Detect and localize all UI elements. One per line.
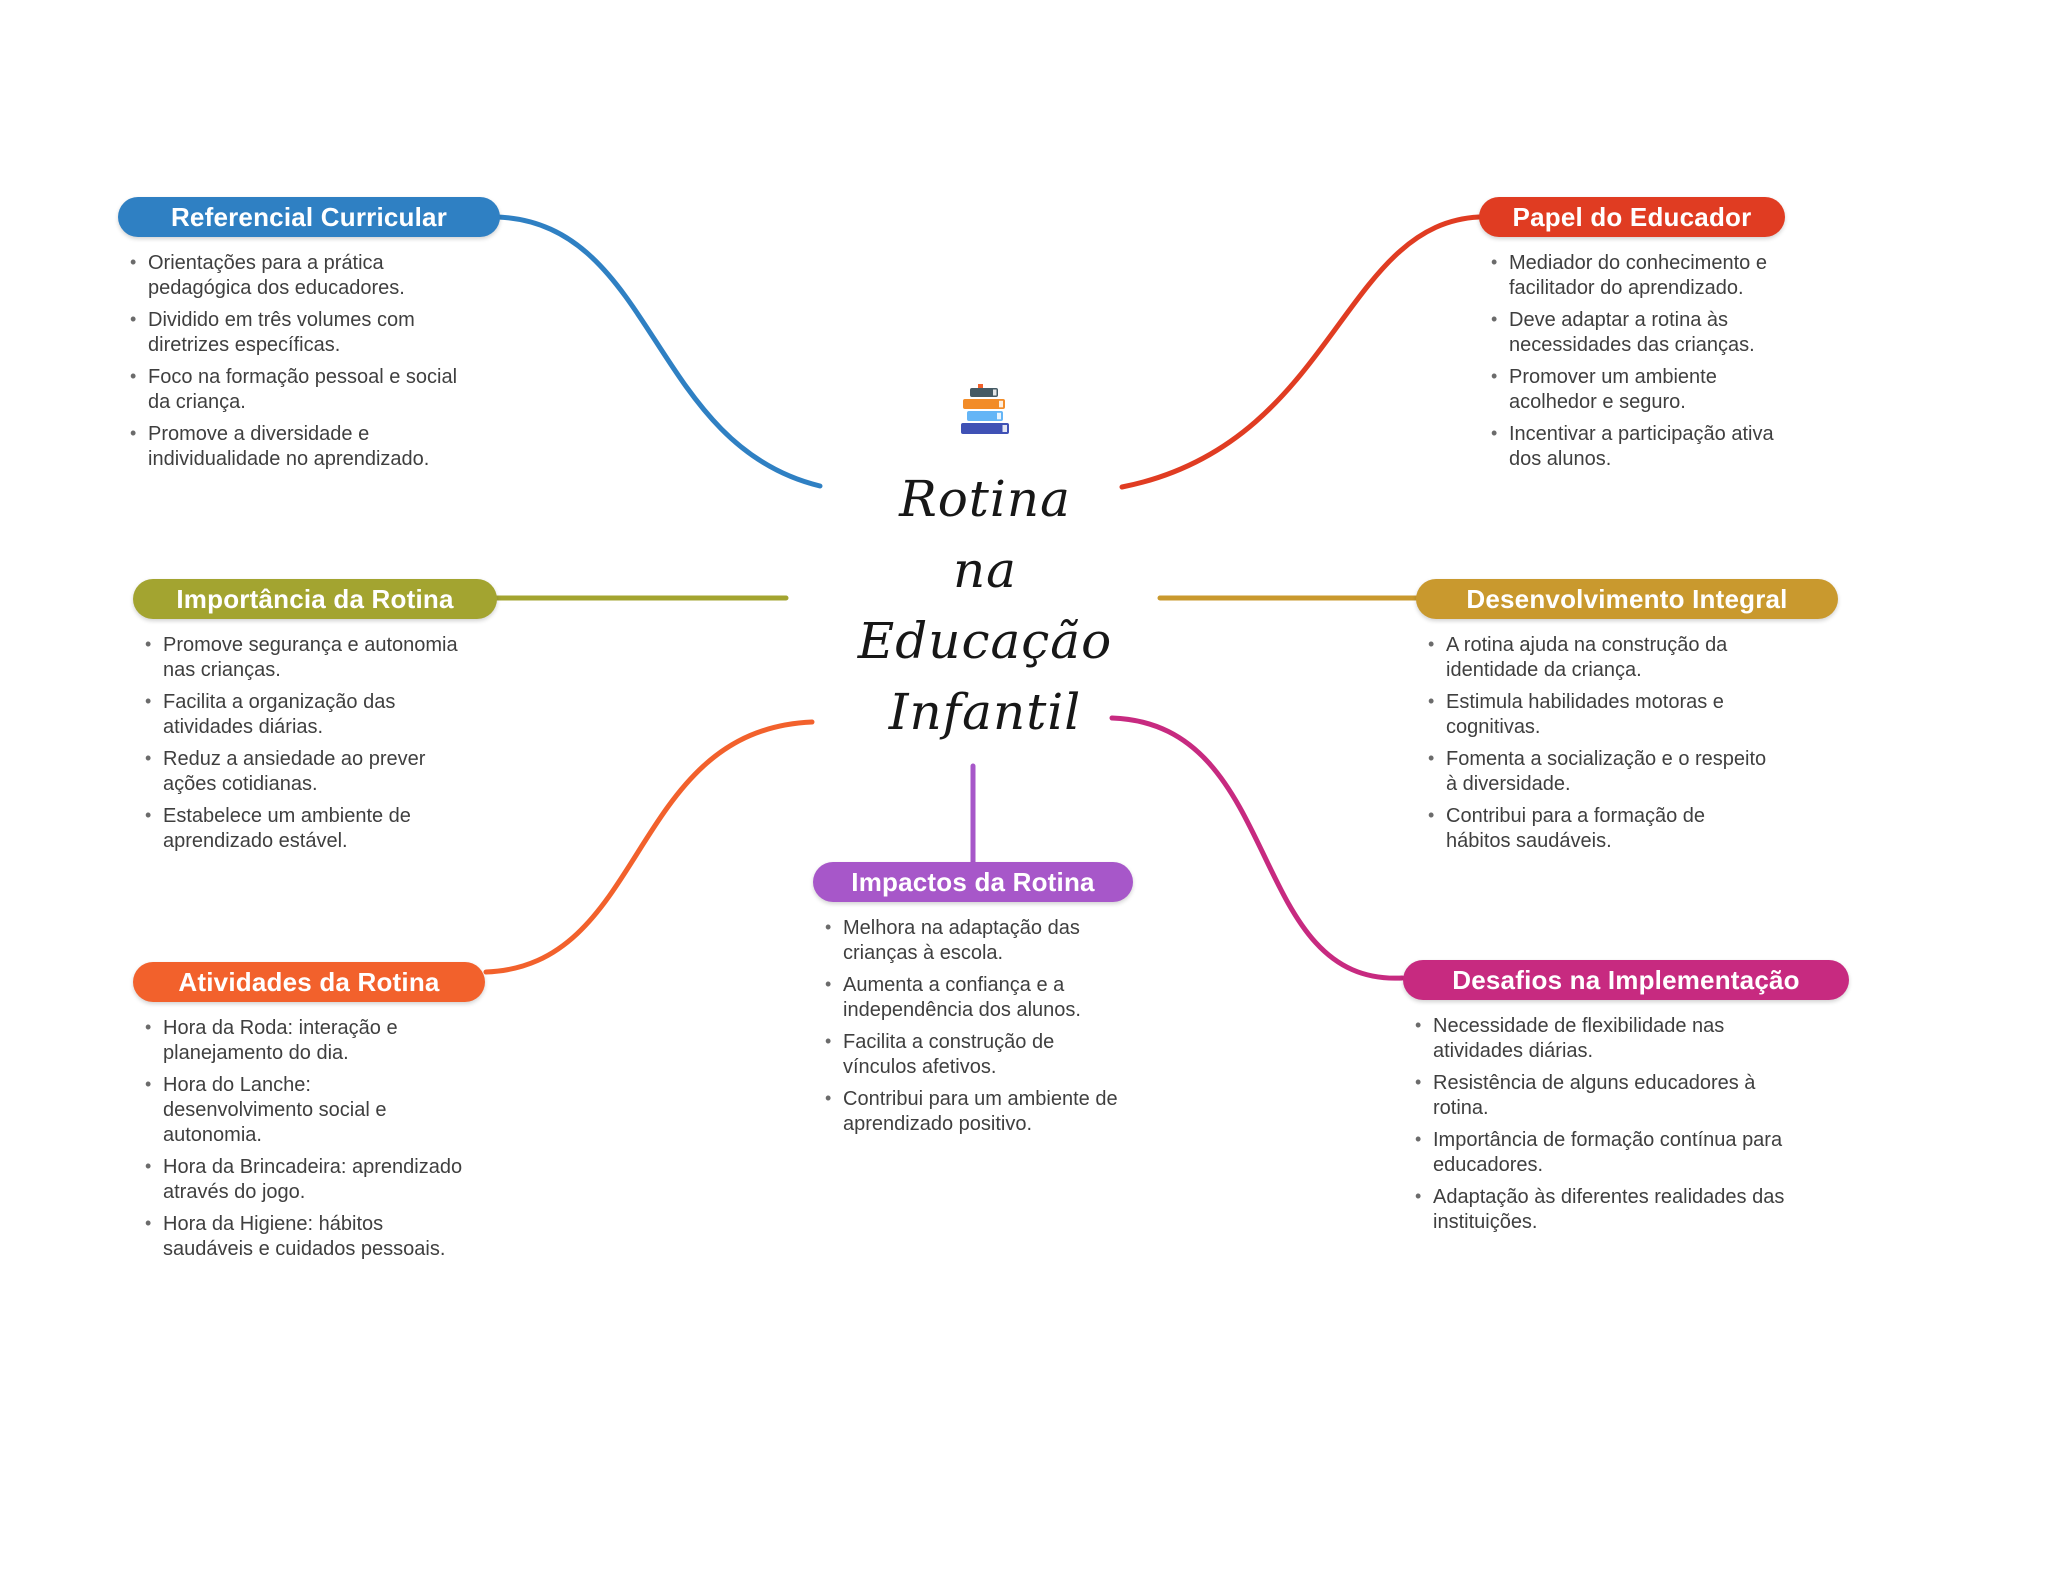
branch-title-papel-do-educador[interactable]: Papel do Educador bbox=[1479, 197, 1785, 237]
bullet-item: Hora do Lanche: desenvolvimento social e… bbox=[139, 1073, 463, 1148]
bullet-item: Necessidade de flexibilidade nas ativida… bbox=[1409, 1014, 1789, 1064]
root-node[interactable]: Rotina na Educação Infantil bbox=[820, 382, 1150, 748]
branch-referencial-curricular: Referencial Curricular Orientações para … bbox=[118, 197, 500, 479]
bullet-item: Hora da Brincadeira: aprendizado através… bbox=[139, 1155, 463, 1205]
bullet-item: Importância de formação contínua para ed… bbox=[1409, 1128, 1789, 1178]
branch-importancia-da-rotina: Importância da Rotina Promove segurança … bbox=[133, 579, 497, 861]
bullet-item: Aumenta a confiança e a independência do… bbox=[819, 973, 1119, 1023]
bullet-item: Promove a diversidade e individualidade … bbox=[124, 422, 476, 472]
bullet-item: Estabelece um ambiente de aprendizado es… bbox=[139, 804, 479, 854]
branch-list-referencial-curricular: Orientações para a prática pedagógica do… bbox=[124, 251, 476, 472]
branch-title-impactos-da-rotina[interactable]: Impactos da Rotina bbox=[813, 862, 1133, 902]
branch-list-desenvolvimento-integral: A rotina ajuda na construção da identida… bbox=[1422, 633, 1772, 854]
bullet-item: Resistência de alguns educadores à rotin… bbox=[1409, 1071, 1789, 1121]
branch-title-desafios-na-implementacao[interactable]: Desafios na Implementação bbox=[1403, 960, 1849, 1000]
root-title-line: Infantil bbox=[888, 683, 1082, 741]
bullet-item: Incentivar a participação ativa dos alun… bbox=[1485, 422, 1791, 472]
bullet-item: Promover um ambiente acolhedor e seguro. bbox=[1485, 365, 1791, 415]
branch-desenvolvimento-integral: Desenvolvimento Integral A rotina ajuda … bbox=[1416, 579, 1838, 861]
bullet-item: Facilita a organização das atividades di… bbox=[139, 690, 479, 740]
connector-papel-do-educador bbox=[1119, 214, 1482, 490]
bullet-item: Contribui para a formação de hábitos sau… bbox=[1422, 804, 1772, 854]
bullet-item: Foco na formação pessoal e social da cri… bbox=[124, 365, 476, 415]
branch-list-atividades-da-rotina: Hora da Roda: interação e planejamento d… bbox=[139, 1016, 463, 1262]
branch-impactos-da-rotina: Impactos da Rotina Melhora na adaptação … bbox=[813, 862, 1133, 1144]
bullet-item: A rotina ajuda na construção da identida… bbox=[1422, 633, 1772, 683]
branch-list-desafios-na-implementacao: Necessidade de flexibilidade nas ativida… bbox=[1409, 1014, 1789, 1235]
branch-title-referencial-curricular[interactable]: Referencial Curricular bbox=[118, 197, 500, 237]
bullet-item: Promove segurança e autonomia nas crianç… bbox=[139, 633, 479, 683]
bullet-item: Adaptação às diferentes realidades das i… bbox=[1409, 1185, 1789, 1235]
branch-title-atividades-da-rotina[interactable]: Atividades da Rotina bbox=[133, 962, 485, 1002]
branch-title-desenvolvimento-integral[interactable]: Desenvolvimento Integral bbox=[1416, 579, 1838, 619]
bullet-item: Reduz a ansiedade ao prever ações cotidi… bbox=[139, 747, 479, 797]
bullet-item: Deve adaptar a rotina às necessidades da… bbox=[1485, 308, 1791, 358]
connector-referencial-curricular bbox=[495, 214, 823, 489]
bullet-item: Estimula habilidades motoras e cognitiva… bbox=[1422, 690, 1772, 740]
branch-atividades-da-rotina: Atividades da Rotina Hora da Roda: inter… bbox=[133, 962, 485, 1269]
branch-list-importancia-da-rotina: Promove segurança e autonomia nas crianç… bbox=[139, 633, 479, 854]
connector-atividades-da-rotina bbox=[483, 719, 815, 975]
root-title-line: Rotina bbox=[899, 470, 1071, 528]
connector-desafios-na-implementacao bbox=[1109, 715, 1405, 981]
branch-list-impactos-da-rotina: Melhora na adaptação das crianças à esco… bbox=[819, 916, 1119, 1137]
bullet-item: Hora da Roda: interação e planejamento d… bbox=[139, 1016, 463, 1066]
bullet-item: Fomenta a socialização e o respeito à di… bbox=[1422, 747, 1772, 797]
bullet-item: Dividido em três volumes com diretrizes … bbox=[124, 308, 476, 358]
root-title: Rotina na Educação Infantil bbox=[820, 464, 1150, 748]
branch-title-importancia-da-rotina[interactable]: Importância da Rotina bbox=[133, 579, 497, 619]
root-title-line: na bbox=[952, 541, 1017, 599]
bullet-item: Contribui para um ambiente de aprendizad… bbox=[819, 1087, 1119, 1137]
branch-list-papel-do-educador: Mediador do conhecimento e facilitador d… bbox=[1485, 251, 1791, 472]
bullet-item: Facilita a construção de vínculos afetiv… bbox=[819, 1030, 1119, 1080]
bullet-item: Melhora na adaptação das crianças à esco… bbox=[819, 916, 1119, 966]
root-title-line: Educação bbox=[857, 612, 1113, 670]
bullet-item: Hora da Higiene: hábitos saudáveis e cui… bbox=[139, 1212, 463, 1262]
bullet-item: Mediador do conhecimento e facilitador d… bbox=[1485, 251, 1791, 301]
branch-desafios-na-implementacao: Desafios na Implementação Necessidade de… bbox=[1403, 960, 1849, 1242]
branch-papel-do-educador: Papel do Educador Mediador do conhecimen… bbox=[1479, 197, 1785, 479]
bullet-item: Orientações para a prática pedagógica do… bbox=[124, 251, 476, 301]
books-icon bbox=[961, 384, 1009, 434]
